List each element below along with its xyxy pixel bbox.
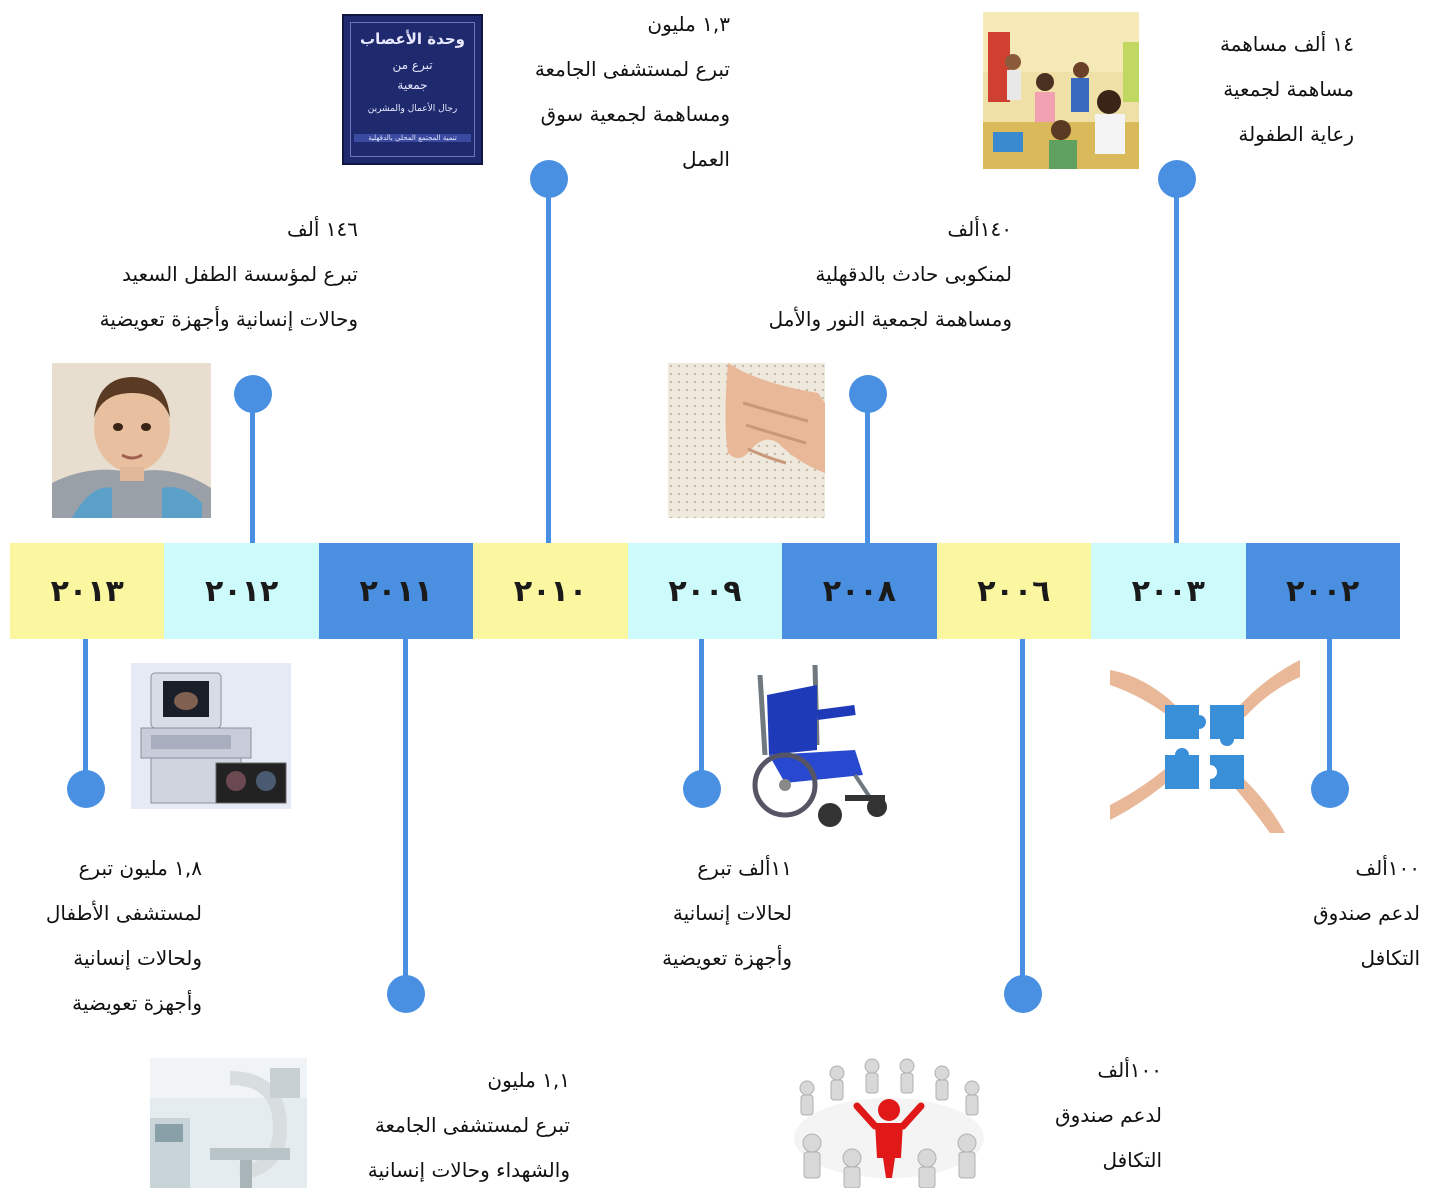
year-2003: ٢٠٠٣ — [1091, 543, 1246, 639]
xray-room-photo — [150, 1058, 307, 1188]
event-2009-line-2: لحالات إنسانية — [672, 901, 792, 925]
event-2009-text: ١١ألف تبرع لحالات إنسانية وأجهزة تعويضية — [662, 846, 792, 981]
stem-2011 — [403, 639, 408, 994]
year-2009: ٢٠٠٩ — [627, 543, 783, 639]
event-2012-line-1: ١٤٦ ألف — [287, 217, 358, 241]
kids-classroom-photo — [983, 12, 1139, 169]
event-2006-text: ١٠٠ألف لدعم صندوق التكافل — [1055, 1048, 1162, 1183]
event-2011-line-2: تبرع لمستشفى الجامعة — [374, 1113, 570, 1137]
event-2008-line-3: ومساهمة لجمعية النور والأمل — [768, 307, 1012, 331]
event-2011-text: ١,١ مليون تبرع لمستشفى الجامعة والشهداء … — [368, 1058, 570, 1193]
event-2008-line-1: ١٤٠ألف — [947, 217, 1012, 241]
year-2002: ٢٠٠٢ — [1245, 543, 1400, 639]
plaque-line-1: وحدة الأعصاب — [360, 30, 465, 48]
event-2011-line-1: ١,١ مليون — [487, 1068, 570, 1092]
stem-2013 — [83, 639, 88, 789]
plaque-line-5: تنمية المجتمع المحلي بالدقهلية — [354, 134, 471, 142]
dot-2011 — [387, 975, 425, 1013]
ultrasound-machine-photo — [131, 663, 291, 809]
plaque-photo: وحدة الأعصاب تبرع من جمعية رجال الأعمال … — [342, 14, 483, 165]
event-2003-line-3: رعاية الطفولة — [1238, 122, 1354, 146]
plaque-line-2: تبرع من — [392, 58, 433, 72]
stem-2008 — [865, 395, 870, 543]
dot-2010 — [530, 160, 568, 198]
year-2008: ٢٠٠٨ — [782, 543, 937, 639]
event-2002-text: ١٠٠ألف لدعم صندوق التكافل — [1313, 846, 1420, 981]
year-2012: ٢٠١٢ — [164, 543, 319, 639]
event-2009-line-1: ١١ألف تبرع — [697, 856, 792, 880]
event-2003-text: ١٤ ألف مساهمة مساهمة لجمعية رعاية الطفول… — [1220, 22, 1354, 157]
dot-2003 — [1158, 160, 1196, 198]
event-2013-text: ١,٨ مليون تبرع لمستشفى الأطفال ولحالات إ… — [46, 846, 202, 1026]
stem-2012 — [250, 395, 255, 543]
year-2011: ٢٠١١ — [318, 543, 474, 639]
year-2006: ٢٠٠٦ — [936, 543, 1092, 639]
event-2013-line-2: لمستشفى الأطفال — [45, 901, 202, 925]
dot-2002 — [1311, 770, 1349, 808]
timeline-bar: ٢٠١٣ ٢٠١٢ ٢٠١١ ٢٠١٠ ٢٠٠٩ ٢٠٠٨ ٢٠٠٦ ٢٠٠٣ … — [10, 543, 1400, 639]
event-2003-line-2: مساهمة لجمعية — [1223, 77, 1354, 101]
event-2002-line-3: التكافل — [1360, 946, 1420, 970]
event-2006-line-3: التكافل — [1102, 1148, 1162, 1172]
plaque-line-3: جمعية — [397, 78, 428, 92]
wheelchair-photo — [745, 655, 895, 833]
stem-2009 — [699, 639, 704, 789]
event-2010-line-3: ومساهمة لجمعية سوق — [540, 102, 730, 126]
event-2002-line-2: لدعم صندوق — [1313, 901, 1420, 925]
event-2006-line-1: ١٠٠ألف — [1097, 1058, 1162, 1082]
event-2010-text: ١,٣ مليون تبرع لمستشفى الجامعة ومساهمة ل… — [535, 2, 730, 182]
event-2011-line-3: والشهداء وحالات إنسانية — [367, 1158, 570, 1182]
event-2010-line-2: تبرع لمستشفى الجامعة — [534, 57, 730, 81]
year-2013: ٢٠١٣ — [10, 543, 165, 639]
people-circle-photo — [787, 1048, 992, 1188]
dot-2006 — [1004, 975, 1042, 1013]
dot-2009 — [683, 770, 721, 808]
event-2013-line-4: وأجهزة تعويضية — [72, 991, 202, 1015]
dot-2012 — [234, 375, 272, 413]
event-2012-line-2: تبرع لمؤسسة الطفل السعيد — [122, 262, 358, 286]
event-2008-line-2: لمنكوبى حادث بالدقهلية — [815, 262, 1012, 286]
dot-2008 — [849, 375, 887, 413]
stem-2010 — [546, 180, 551, 543]
stem-2002 — [1327, 639, 1332, 789]
child-photo — [52, 363, 211, 518]
event-2002-line-1: ١٠٠ألف — [1355, 856, 1420, 880]
event-2006-line-2: لدعم صندوق — [1055, 1103, 1162, 1127]
event-2013-line-1: ١,٨ مليون تبرع — [78, 856, 202, 880]
dot-2013 — [67, 770, 105, 808]
event-2010-line-1: ١,٣ مليون — [647, 12, 730, 36]
event-2008-text: ١٤٠ألف لمنكوبى حادث بالدقهلية ومساهمة لج… — [769, 207, 1012, 342]
stem-2006 — [1020, 639, 1025, 994]
event-2012-text: ١٤٦ ألف تبرع لمؤسسة الطفل السعيد وحالات … — [100, 207, 358, 342]
year-2010: ٢٠١٠ — [473, 543, 628, 639]
puzzle-hands-photo — [1110, 655, 1300, 833]
event-2003-line-1: ١٤ ألف مساهمة — [1219, 32, 1354, 56]
event-2012-line-3: وحالات إنسانية وأجهزة تعويضية — [99, 307, 358, 331]
event-2009-line-3: وأجهزة تعويضية — [662, 946, 792, 970]
stem-2003 — [1174, 180, 1179, 543]
plaque-line-4: رجال الأعمال والمشرين — [367, 104, 458, 114]
braille-photo — [668, 363, 825, 518]
event-2010-line-4: العمل — [681, 147, 730, 171]
event-2013-line-3: ولحالات إنسانية — [73, 946, 202, 970]
